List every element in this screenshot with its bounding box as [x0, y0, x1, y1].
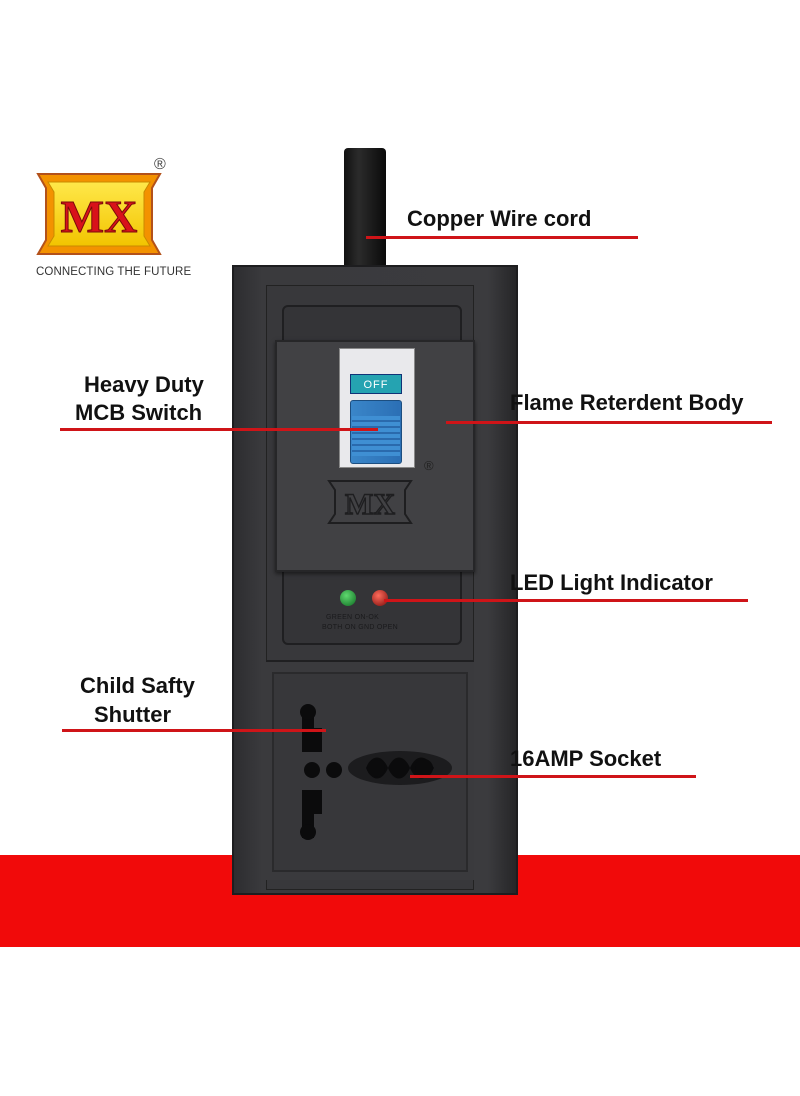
mcb-off-indicator: OFF [350, 374, 402, 394]
callout-line-mcb [60, 428, 378, 431]
callout-child-line2: Shutter [94, 702, 171, 727]
brand-registered-mark: ® [154, 156, 166, 173]
brand-logo-text: MX [61, 191, 138, 242]
callout-line-led-indicator [384, 599, 748, 602]
callout-copper-wire: Copper Wire cord [407, 206, 592, 231]
callout-line-flame-body [446, 421, 772, 424]
callout-line-16amp-socket [410, 775, 696, 778]
copper-wire-cord [344, 148, 386, 273]
embossed-logo-text: MX [345, 488, 395, 521]
mcb-lever-grip [352, 416, 400, 456]
callout-line-child-shutter [62, 729, 326, 732]
callout-mcb-line2: MCB Switch [75, 400, 203, 425]
green-led-icon [340, 590, 356, 606]
callout-mcb-line1: Heavy Duty [84, 372, 204, 397]
callout-16amp-socket: 16AMP Socket [510, 746, 662, 771]
callout-flame-body: Flame Reterdent Body [510, 390, 744, 415]
callout-led-indicator: LED Light Indicator [510, 570, 713, 595]
mx-brand-logo: MX [36, 173, 162, 255]
led-legend-line1: GREEN ON-OK [326, 614, 380, 621]
led-legend-line2: BOTH ON GND OPEN [322, 624, 398, 631]
callout-line-copper-wire [366, 236, 638, 239]
red-led-icon [372, 590, 388, 606]
embossed-mx-logo: MX [327, 480, 413, 524]
universal-socket-icon [300, 704, 452, 840]
brand-tagline: CONNECTING THE FUTURE [36, 266, 192, 278]
embossed-registered-mark: ® [424, 458, 434, 473]
callout-child-line1: Child Safty [80, 673, 195, 698]
